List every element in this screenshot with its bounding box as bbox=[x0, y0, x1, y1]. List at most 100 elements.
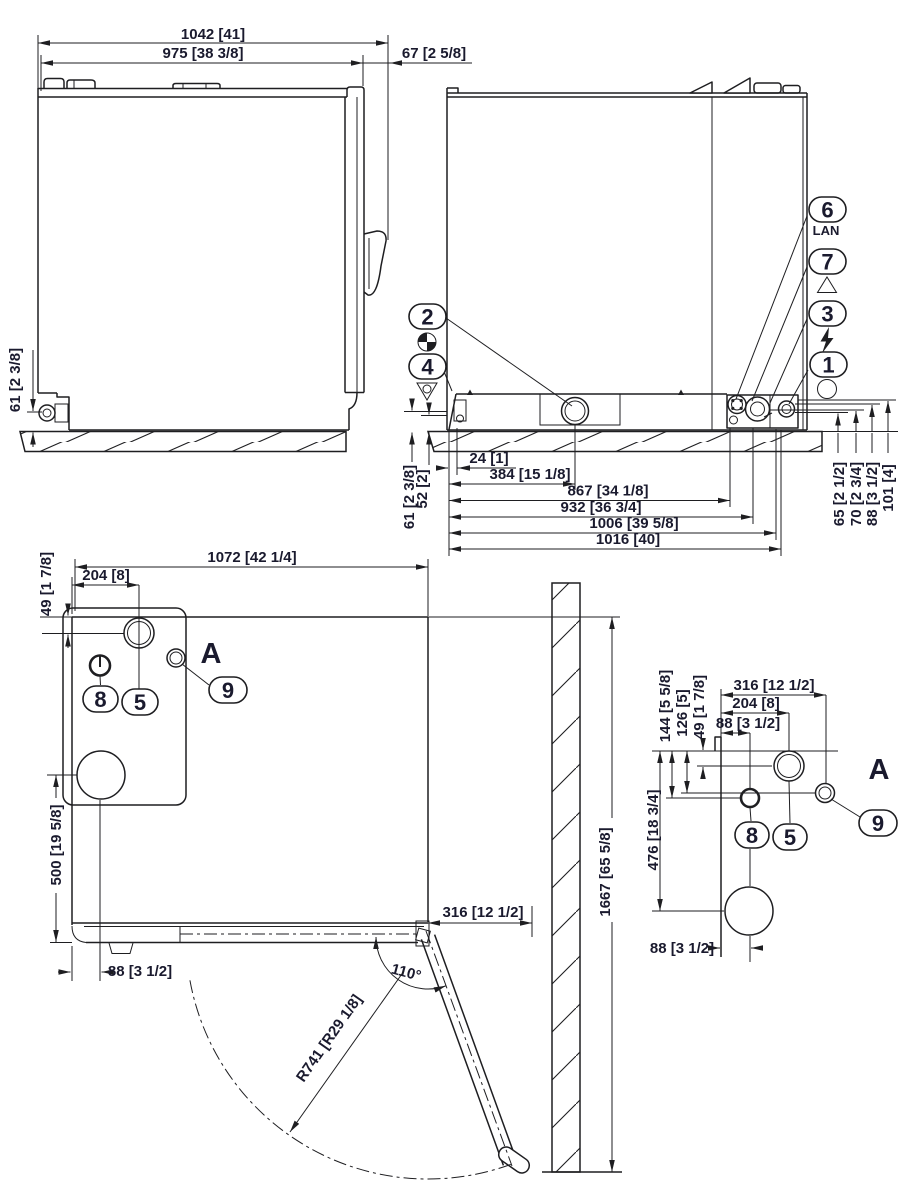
callout-5-detail: 5 bbox=[784, 825, 796, 850]
callout-9-bubble-plan bbox=[208, 676, 248, 704]
back-view-dimensions: 24 [1] 384 [15 1/8] 867 [34 1/8] 932 [36… bbox=[401, 398, 897, 556]
side-view-outline bbox=[37, 77, 387, 431]
callout-8-bubble-detail bbox=[734, 821, 770, 849]
detail-leg-circle bbox=[724, 886, 774, 936]
detail-conn-5 bbox=[773, 750, 805, 782]
water-connector bbox=[744, 396, 773, 422]
dim-49-detail: 49 [1 7/8] bbox=[691, 675, 708, 739]
back-view-callouts: 2 4 6 LAN 7 3 1 bbox=[408, 196, 848, 407]
lan-label: LAN bbox=[813, 223, 840, 238]
callout-4: 4 bbox=[421, 355, 434, 380]
dim-overall-depth: 1042 [41] bbox=[181, 26, 245, 43]
detail-conn-9 bbox=[814, 782, 836, 804]
floor-hatch-left bbox=[19, 430, 347, 453]
plan-conn-9 bbox=[166, 648, 186, 668]
callout-6: 6 bbox=[821, 198, 833, 223]
plan-view: 1072 [42 1/4] 204 [8] 49 [1 7/8] 500 [19… bbox=[38, 549, 622, 1180]
dim-144: 144 [5 5/8] bbox=[657, 670, 674, 743]
dim-drain-height: 61 [2 3/8] bbox=[7, 348, 24, 412]
wall-section bbox=[542, 582, 622, 1173]
plan-conn-8 bbox=[88, 654, 112, 677]
door-angle-label: 110° bbox=[389, 961, 423, 985]
dim-1006: 1006 [39 5/8] bbox=[589, 515, 678, 532]
warning-triangle-icon bbox=[816, 276, 838, 293]
callout-5-plan: 5 bbox=[134, 690, 146, 715]
plan-view-outline bbox=[62, 607, 430, 954]
back-view-outline bbox=[446, 77, 808, 431]
dim-316-detail: 316 [12 1/2] bbox=[734, 677, 815, 694]
dim-handle-protrusion: 67 [2 5/8] bbox=[402, 45, 466, 62]
detail-a-callouts: 8 5 9 A bbox=[734, 754, 898, 851]
dim-61-back: 61 [2 3/8] bbox=[401, 465, 418, 529]
leg-circle bbox=[76, 750, 126, 800]
center-of-gravity-icon bbox=[417, 332, 437, 352]
connection-panel bbox=[62, 607, 187, 806]
lightning-icon bbox=[820, 327, 834, 354]
callout-7: 7 bbox=[821, 250, 833, 275]
detail-a-view: 316 [12 1/2] 204 [8] 88 [3 1/2] 144 [5 5… bbox=[645, 670, 898, 962]
callout-5-bubble-plan bbox=[121, 688, 159, 716]
detail-a-outline bbox=[714, 736, 836, 957]
callout-1: 1 bbox=[822, 353, 834, 378]
dim-24: 24 [1] bbox=[469, 450, 508, 467]
plan-conn-5 bbox=[123, 617, 155, 649]
callout-3-bubble bbox=[808, 300, 847, 327]
drain-funnel-icon bbox=[416, 382, 438, 401]
dim-70: 70 [2 3/4] bbox=[848, 462, 865, 526]
door-handle-side bbox=[363, 230, 387, 296]
connection-box bbox=[726, 394, 799, 429]
dim-476: 476 [18 3/4] bbox=[645, 790, 662, 871]
callout-4-bubble bbox=[408, 353, 447, 380]
dim-88-top-detail: 88 [3 1/2] bbox=[716, 715, 780, 732]
dim-101: 101 [4] bbox=[880, 464, 897, 512]
dim-500: 500 [19 5/8] bbox=[48, 805, 65, 886]
dim-867: 867 [34 1/8] bbox=[568, 483, 649, 500]
callout-6-bubble bbox=[808, 196, 847, 223]
dim-88-bottom-detail: 88 [3 1/2] bbox=[650, 940, 714, 957]
callout-5-bubble-detail bbox=[772, 823, 808, 851]
lan-connector bbox=[727, 394, 747, 415]
side-view: 1042 [41] 975 [38 3/8] 67 [2 5/8] 61 [2 … bbox=[7, 26, 472, 453]
callout-2-bubble bbox=[408, 303, 447, 330]
side-drain-fitting bbox=[38, 404, 56, 422]
dim-316-plan: 316 [12 1/2] bbox=[443, 904, 524, 921]
dim-body-depth: 975 [38 3/8] bbox=[163, 45, 244, 62]
dim-126: 126 [5] bbox=[674, 689, 691, 737]
drain-connection bbox=[560, 396, 590, 426]
door-radius-label: R741 [R29 1/8] bbox=[293, 992, 366, 1086]
leveling-foot bbox=[108, 942, 134, 954]
callout-8-plan: 8 bbox=[94, 687, 106, 712]
dim-1072: 1072 [42 1/4] bbox=[207, 549, 296, 566]
callout-8-detail: 8 bbox=[746, 823, 758, 848]
callout-1-bubble bbox=[809, 351, 848, 378]
detail-a-dimensions: 316 [12 1/2] 204 [8] 88 [3 1/2] 144 [5 5… bbox=[645, 670, 827, 962]
plan-view-dimensions: 1072 [42 1/4] 204 [8] 49 [1 7/8] 500 [19… bbox=[38, 549, 620, 1172]
dim-932: 932 [36 3/4] bbox=[561, 499, 642, 516]
plan-view-callouts: 8 5 9 A bbox=[82, 638, 248, 716]
callout-8-bubble-plan bbox=[82, 685, 119, 713]
callout-7-bubble bbox=[808, 248, 847, 275]
circle-symbol-icon bbox=[817, 379, 837, 399]
callout-9-detail: 9 bbox=[872, 811, 884, 836]
callout-3: 3 bbox=[821, 302, 833, 327]
dim-65: 65 [2 1/2] bbox=[831, 462, 848, 526]
open-door: 110° R741 [R29 1/8] bbox=[189, 927, 531, 1180]
dim-88-right: 88 [3 1/2] bbox=[864, 462, 881, 526]
dim-384: 384 [15 1/8] bbox=[490, 466, 571, 483]
power-connector bbox=[777, 400, 796, 418]
dim-204-detail: 204 [8] bbox=[732, 695, 780, 712]
dim-88-plan: 88 [3 1/2] bbox=[108, 963, 172, 980]
side-view-dimensions: 1042 [41] 975 [38 3/8] 67 [2 5/8] 61 [2 … bbox=[7, 26, 472, 447]
detail-a-label-plan: A bbox=[201, 638, 222, 670]
door-handle-plan bbox=[497, 1146, 531, 1174]
callout-9-bubble-detail bbox=[858, 809, 898, 837]
floor-hatch-right bbox=[426, 430, 823, 453]
detail-a-label: A bbox=[869, 754, 890, 786]
dim-52-back: 52 [2] bbox=[414, 469, 431, 508]
dim-204-plan: 204 [8] bbox=[82, 567, 130, 584]
detail-conn-8 bbox=[739, 787, 761, 809]
callout-2: 2 bbox=[421, 305, 433, 330]
back-view: 2 4 6 LAN 7 3 1 bbox=[401, 77, 898, 556]
dim-1667: 1667 [65 5/8] bbox=[597, 827, 614, 916]
